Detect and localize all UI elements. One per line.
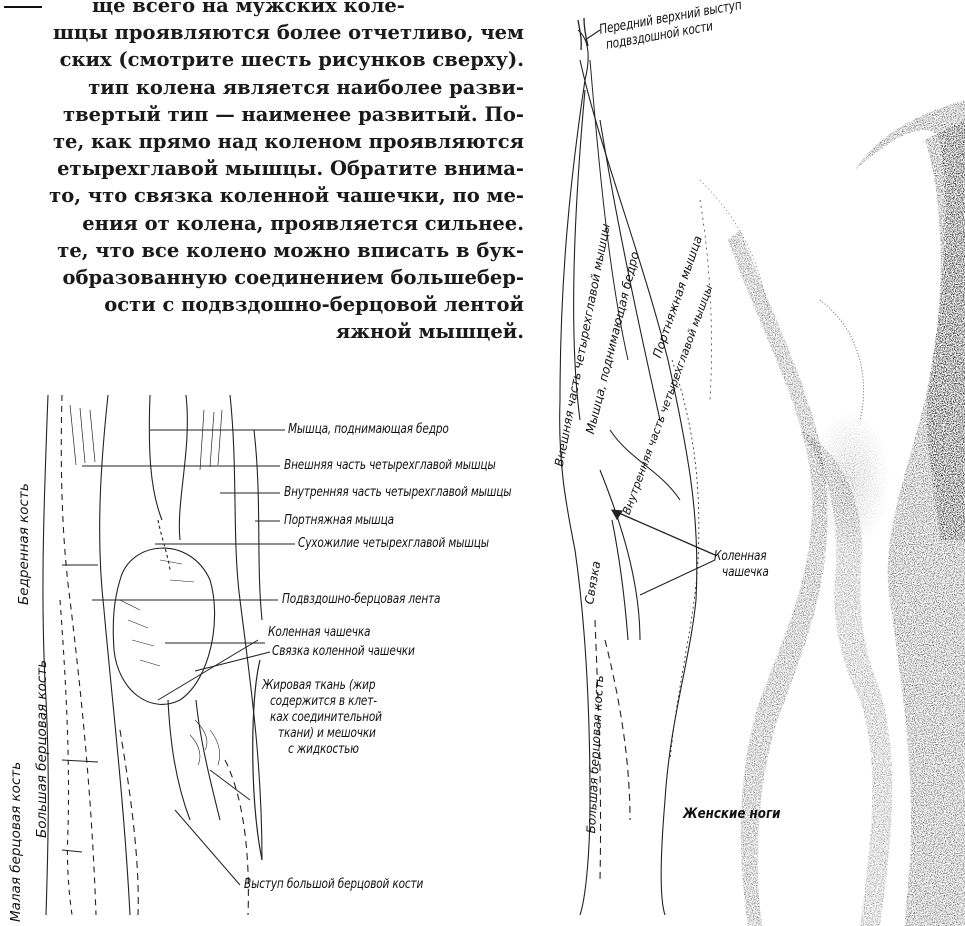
female-legs-drawing <box>700 100 965 926</box>
fat-note-line-4: ткани) и мешочки <box>278 725 390 741</box>
knee-diagram-drawing <box>43 395 295 915</box>
leg-label-patella: Коленная чашечка <box>714 548 782 580</box>
label-hip-flexor: Мышца, поднимающая бедро <box>288 421 449 437</box>
label-vastus-medialis: Внутренняя часть четырехглавой мышцы <box>284 484 511 500</box>
label-sartorius: Портняжная мышца <box>284 512 394 528</box>
fat-note-line-1: Жировая ткань (жир <box>262 677 387 693</box>
female-legs-caption: Женские ноги <box>683 806 780 822</box>
fat-note-line-3: ках соединительной <box>270 709 389 725</box>
label-quad-tendon: Сухожилие четырехглавой мышцы <box>298 535 489 551</box>
label-iliotibial-band: Подвздошно-берцовая лента <box>282 591 440 607</box>
fat-note-line-5: с жидкостью <box>288 741 393 757</box>
patella-line-2: чашечка <box>722 564 769 580</box>
label-vastus-lateralis: Внешняя часть четырехглавой мышцы <box>284 457 496 473</box>
fat-note-line-2: содержится в клет- <box>270 693 389 709</box>
label-tibia-vertical: Большая берцовая кость <box>34 660 50 838</box>
label-patella: Коленная чашечка <box>268 624 370 640</box>
patella-line-1: Коленная <box>714 548 767 564</box>
fat-tissue-note: Жировая ткань (жир содержится в клет- ка… <box>262 677 422 757</box>
label-patellar-ligament: Связка коленной чашечки <box>272 643 415 659</box>
label-tibial-tuberosity: Выступ большой берцовой кости <box>244 876 423 892</box>
label-femur-vertical: Бедренная кость <box>16 483 32 605</box>
label-fibula-vertical: Малая берцовая кость <box>8 762 24 922</box>
